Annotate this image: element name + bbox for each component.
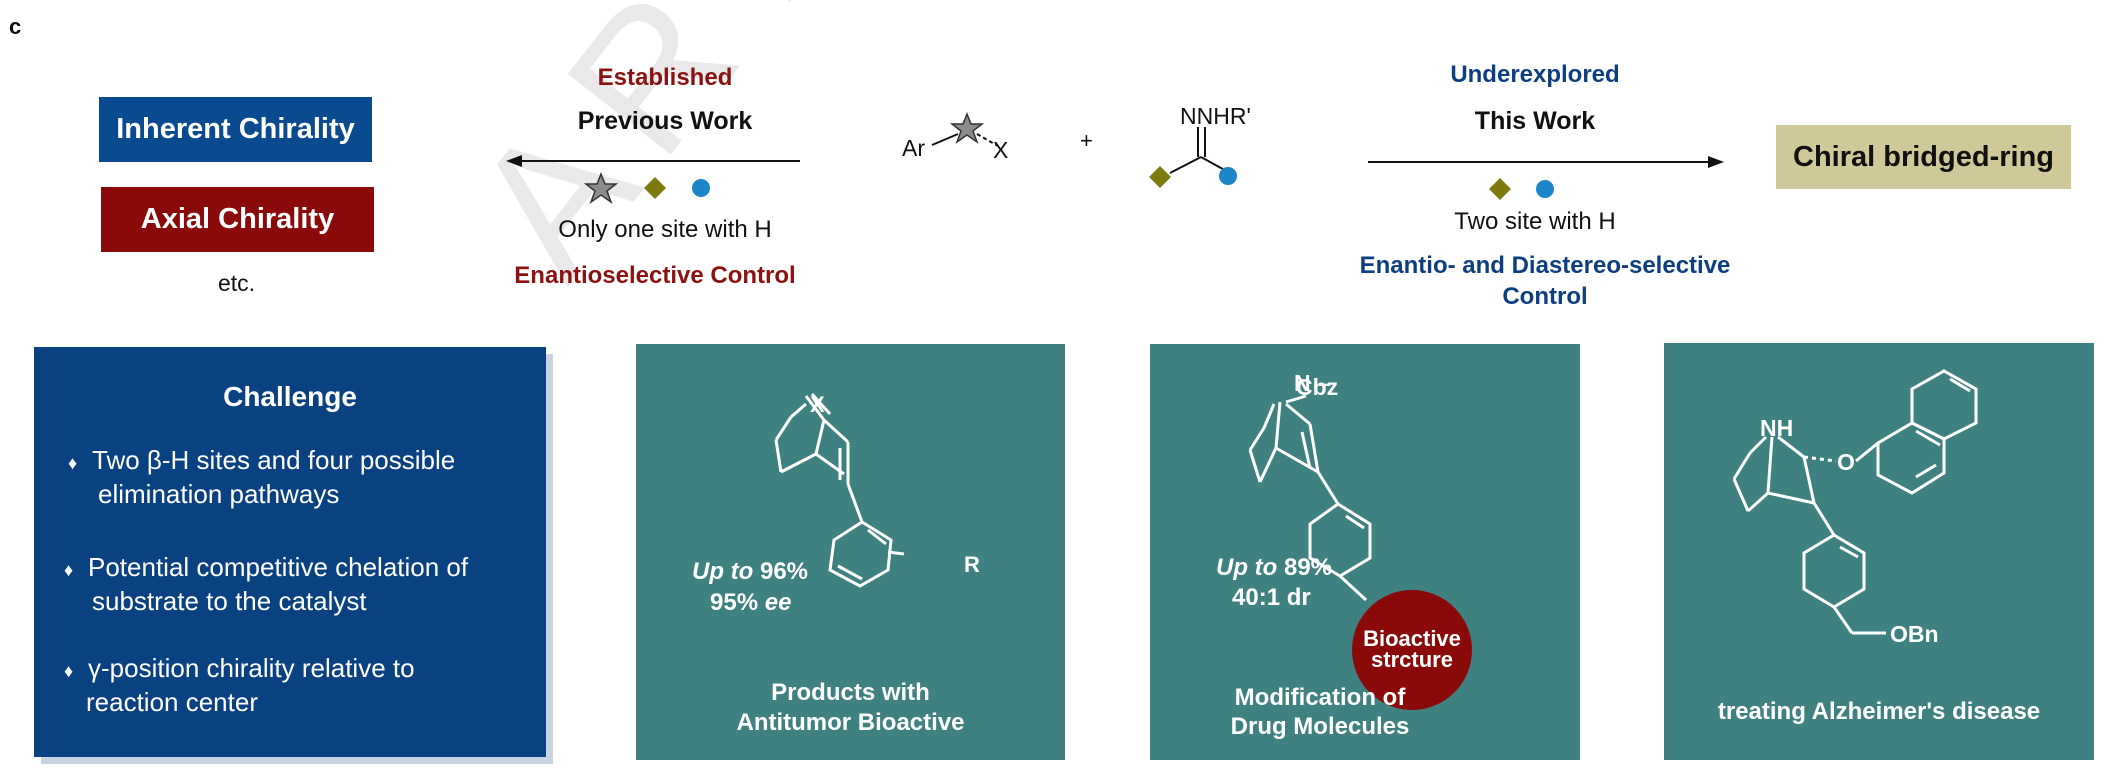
- this-work-control-line2: Control: [1502, 283, 1588, 310]
- card2-bioactive-1: Bioactive: [1363, 626, 1461, 651]
- card3-structure: [1732, 369, 1978, 635]
- card1-caption-1: Products with: [771, 679, 930, 706]
- this-work-control-line1: Enantio- and Diastereo-selective: [1359, 252, 1731, 279]
- inherent-chirality-tag: Inherent Chirality: [99, 97, 372, 162]
- card1-ee: 95% ee: [710, 589, 791, 617]
- card2-atom-n: N: [1294, 370, 1311, 396]
- card2-bioactive-2: strcture: [1371, 647, 1453, 672]
- card1-structure: [774, 392, 905, 588]
- diamond-bullet-icon: ♦: [64, 560, 74, 580]
- card3-nh: NH: [1760, 415, 1794, 441]
- axial-chirality-tag: Axial Chirality: [101, 187, 374, 252]
- established-label: Established: [597, 64, 733, 91]
- x-label: X: [993, 137, 1009, 163]
- card2-dr: 40:1 dr: [1232, 584, 1311, 611]
- card2-cbz: Cbz: [1296, 374, 1339, 400]
- card2-caption-2: Drug Molecules: [1230, 713, 1410, 740]
- chiral-bridged-ring-tag: Chiral bridged-ring: [1776, 125, 2071, 189]
- challenge-box: Challenge ♦ Two β-H sites and four possib…: [34, 347, 546, 757]
- challenge-bullet-2: ♦ Potential competitive chelation of: [64, 550, 468, 587]
- hydrazone-label: NNHR': [1180, 103, 1251, 129]
- challenge-bullet-3-cont: reaction center: [86, 687, 258, 717]
- plus-sign: +: [1080, 128, 1093, 153]
- reaction-scheme: [506, 111, 1724, 204]
- previous-control: Enantioselective Control: [514, 262, 796, 289]
- diamond-icon: [1149, 166, 1171, 188]
- this-work-note: Two site with H: [1454, 208, 1616, 235]
- challenge-bullet-1-line1: Two β-H sites and four possible: [92, 445, 456, 475]
- diamond-icon: [1489, 178, 1511, 200]
- ar-label: Ar: [902, 135, 925, 161]
- card1-ee-value: 95%: [710, 589, 759, 616]
- previous-work-title: Previous Work: [577, 107, 753, 135]
- card2-up-to: Up to: [1216, 554, 1278, 581]
- card2-yield: Up to 89%: [1216, 554, 1332, 582]
- card3-obn: OBn: [1890, 621, 1939, 647]
- card2-caption-1: Modification of: [1234, 684, 1406, 711]
- card-drug-modification: Cbz Up to 89% 40:1 dr Bioactive strcture…: [1150, 344, 1580, 760]
- card3-o: O: [1837, 449, 1855, 475]
- challenge-bullet-3: ♦ γ-position chirality relative to: [64, 651, 415, 688]
- card1-atom-r: R: [964, 552, 980, 577]
- challenge-bullet-2-cont: substrate to the catalyst: [92, 586, 367, 616]
- card3-caption: treating Alzheimer's disease: [1717, 698, 2041, 725]
- card1-caption-2: Antitumor Bioactive: [736, 709, 965, 736]
- diamond-icon: [644, 177, 666, 199]
- card-alzheimers: NH O OBn treating Alzheimer's disease: [1664, 343, 2094, 760]
- diamond-bullet-icon: ♦: [68, 453, 78, 473]
- panel-label: c: [9, 14, 22, 39]
- underexplored-label: Underexplored: [1450, 61, 1620, 88]
- card1-up-to: Up to: [692, 558, 754, 585]
- diamond-bullet-icon: ♦: [64, 661, 74, 681]
- this-work-title: This Work: [1474, 107, 1596, 135]
- bioactive-circle: [1352, 590, 1472, 710]
- previous-arrow-head: [506, 155, 522, 167]
- challenge-bullet-1: ♦ Two β-H sites and four possible: [68, 443, 455, 480]
- challenge-bullet-1-cont: elimination pathways: [98, 479, 340, 509]
- star-icon: [583, 171, 619, 204]
- previous-note: Only one site with H: [558, 216, 772, 243]
- card2-structure: [1248, 394, 1472, 710]
- circle-icon: [1219, 167, 1237, 185]
- challenge-bullet-3-line1: γ-position chirality relative to: [88, 653, 415, 683]
- card1-yield-value: 96%: [759, 558, 809, 585]
- star-icon: [949, 111, 985, 144]
- card2-n-dash: –: [1318, 370, 1331, 396]
- etc-label: etc.: [218, 270, 256, 296]
- this-work-arrow-head: [1708, 156, 1724, 168]
- circle-icon: [1536, 180, 1554, 198]
- card1-ee-label: ee: [764, 589, 792, 616]
- challenge-bullet-2-line1: Potential competitive chelation of: [88, 552, 469, 582]
- circle-icon: [692, 179, 710, 197]
- card2-yield-value: 89%: [1283, 554, 1333, 581]
- ar-bond: [931, 133, 959, 146]
- challenge-title: Challenge: [223, 381, 357, 412]
- card1-atom-x: X: [810, 392, 825, 417]
- card1-yield: Up to 96%: [692, 558, 808, 586]
- card-antitumor: X R Up to 96% 95% ee Products with Antit…: [636, 344, 1065, 760]
- hydrazone-left-bond: [1169, 156, 1202, 174]
